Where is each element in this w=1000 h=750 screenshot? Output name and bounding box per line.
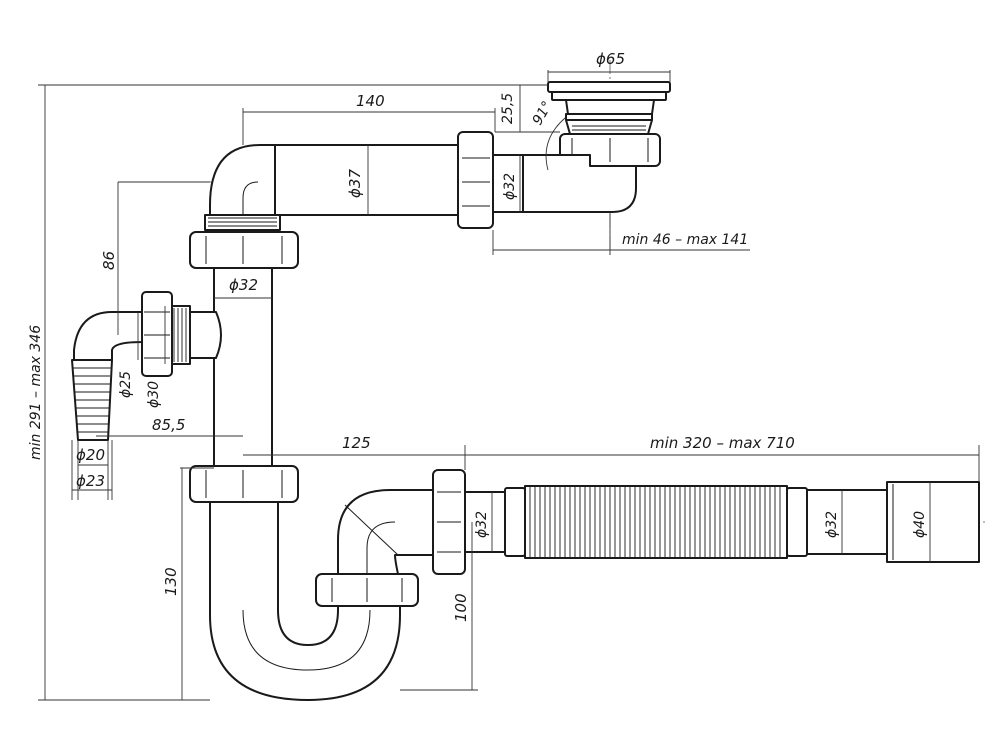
label-angle-91: 91° — [530, 98, 556, 128]
side-inlet-connector — [71, 291, 222, 441]
label-d37: ϕ37 — [346, 169, 364, 198]
lower-nut — [189, 465, 299, 503]
label-d20: ϕ20 — [76, 446, 105, 464]
label-d32-hose: ϕ32 — [824, 511, 840, 538]
upper-nut — [189, 231, 299, 269]
label-d30: ϕ30 — [146, 381, 162, 408]
label-d40: ϕ40 — [912, 511, 928, 538]
sink-drain-plug — [519, 81, 671, 213]
label-height-range: min 291 – max 346 — [28, 325, 44, 460]
label-140: 140 — [356, 92, 385, 110]
dimension-lines — [38, 70, 980, 701]
label-130: 130 — [162, 567, 180, 596]
label-d32-top: ϕ32 — [502, 173, 518, 200]
label-125: 125 — [342, 434, 371, 452]
label-min46-max141: min 46 – max 141 — [622, 232, 748, 248]
label-d65: ϕ65 — [596, 50, 625, 68]
label-d32-mid: ϕ32 — [229, 276, 258, 294]
label-d32-outlet: ϕ32 — [474, 511, 490, 538]
outlet-nut — [432, 469, 466, 575]
overflow-pipe-top — [204, 131, 524, 231]
label-100: 100 — [452, 593, 470, 622]
label-86: 86 — [100, 251, 118, 270]
label-d23: ϕ23 — [76, 472, 105, 490]
label-d25: ϕ25 — [118, 371, 134, 398]
label-hose-range: min 320 – max 710 — [650, 434, 795, 452]
vertical-pipe — [213, 267, 273, 469]
u-trap — [209, 501, 401, 701]
label-85-5: 85,5 — [152, 416, 185, 434]
corrugated-hose — [464, 481, 980, 563]
dimension-labels: ϕ65 140 25,5 91° ϕ37 ϕ32 min 46 – max 14… — [28, 50, 928, 622]
label-25-5: 25,5 — [500, 93, 516, 124]
trap-right-nut — [315, 573, 419, 607]
outlet-elbow — [337, 489, 436, 575]
